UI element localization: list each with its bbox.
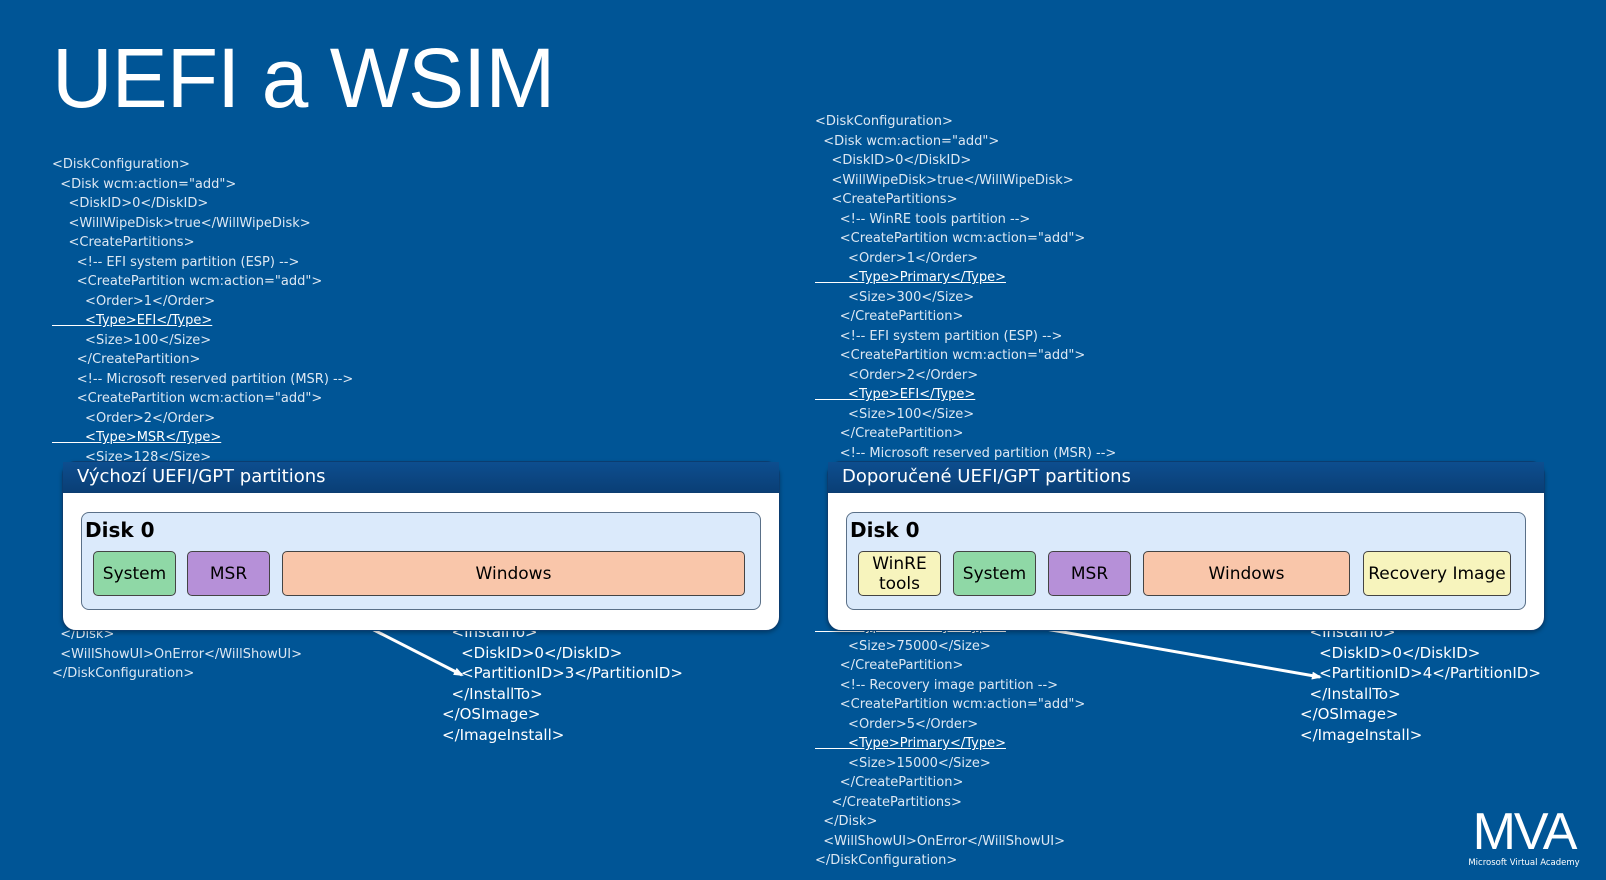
disk-label: Disk 0	[850, 518, 920, 542]
code-line: <CreatePartitions>	[815, 192, 958, 207]
code-line: <Order>1</Order>	[52, 293, 216, 309]
install-to-block-right: <InstallTo> <DiskID>0</DiskID> <Partitio…	[1300, 622, 1541, 746]
code-line: <CreatePartition wcm:action="add">	[815, 697, 1086, 712]
code-line: <Disk wcm:action="add">	[52, 176, 237, 192]
code-line: <PartitionID>3</PartitionID>	[442, 664, 683, 682]
mva-logo: MVA Microsoft Virtual Academy	[1464, 803, 1584, 868]
partition-msr: MSR	[187, 551, 270, 596]
code-line: <DiskID>0</DiskID>	[1300, 643, 1481, 662]
code-line: <Type>MSR</Type>	[52, 430, 222, 445]
code-line: </CreatePartition>	[52, 352, 201, 367]
code-line: </InstallTo>	[1300, 684, 1401, 703]
code-line: </DiskConfiguration>	[815, 853, 958, 868]
code-line: <CreatePartition wcm:action="add">	[52, 391, 323, 406]
code-line: <WillWipeDisk>true</WillWipeDisk>	[52, 215, 311, 231]
disk-box: Disk 0 WinRE tools System MSR Windows Re…	[846, 512, 1526, 610]
disk-label: Disk 0	[85, 518, 155, 542]
xml-code-block-right-bottom: <Type>Primary</Type> <Size>75000</Size> …	[815, 617, 1085, 872]
partition-system: System	[953, 551, 1036, 596]
code-line: </ImageInstall>	[1300, 725, 1423, 744]
install-to-block-left: <InstallTo> <DiskID>0</DiskID> <Partitio…	[442, 622, 683, 746]
code-line: <DiskConfiguration>	[815, 114, 953, 129]
code-line: </CreatePartition>	[815, 426, 964, 441]
code-line: <Type>Primary</Type>	[815, 270, 1006, 285]
code-line: <!-- Microsoft reserved partition (MSR) …	[52, 371, 354, 387]
code-line: <Disk wcm:action="add">	[815, 133, 1000, 149]
code-line: <PartitionID>4</PartitionID>	[1300, 664, 1541, 682]
code-line: <CreatePartition wcm:action="add">	[52, 274, 323, 289]
partition-system: System	[93, 551, 176, 596]
panel-title: Výchozí UEFI/GPT partitions	[63, 462, 779, 493]
partition-winre-tools: WinRE tools	[858, 551, 941, 596]
code-line: <Size>128</Size>	[52, 449, 212, 465]
code-line: <WillShowUI>OnError</WillShowUI>	[815, 833, 1066, 849]
code-line: </OSImage>	[1300, 705, 1399, 723]
code-line: <DiskID>0</DiskID>	[442, 643, 623, 662]
partition-msr: MSR	[1048, 551, 1131, 596]
code-line: </OSImage>	[442, 705, 541, 723]
code-line: <!-- WinRE tools partition -->	[815, 211, 1031, 227]
code-line: <DiskConfiguration>	[52, 157, 190, 172]
logo-text: MVA	[1472, 803, 1578, 861]
code-line: <CreatePartitions>	[52, 235, 195, 250]
code-line: <Type>Primary</Type>	[815, 736, 1006, 751]
code-line: <WillShowUI>OnError</WillShowUI>	[52, 646, 303, 662]
code-line: </DiskConfiguration>	[52, 666, 195, 681]
code-line: <!-- Microsoft reserved partition (MSR) …	[815, 445, 1117, 461]
code-line: </InstallTo>	[442, 684, 543, 703]
code-line: </ImageInstall>	[442, 725, 565, 744]
code-line: <!-- EFI system partition (ESP) -->	[52, 254, 300, 270]
logo-subtitle: Microsoft Virtual Academy	[1468, 858, 1580, 868]
code-line: <!-- Recovery image partition -->	[815, 677, 1059, 693]
code-line: </CreatePartition>	[815, 309, 964, 324]
code-line: <Size>300</Size>	[815, 289, 975, 305]
code-line: <Size>100</Size>	[815, 406, 975, 422]
disk-box: Disk 0 System MSR Windows	[81, 512, 761, 610]
code-line: <WillWipeDisk>true</WillWipeDisk>	[815, 172, 1074, 188]
xml-code-block-left-bottom: </Disk> <WillShowUI>OnError</WillShowUI>…	[52, 625, 302, 684]
slide-title: UEFI a WSIM	[52, 31, 555, 125]
code-line: <Size>75000</Size>	[815, 638, 991, 654]
code-line: <Type>EFI</Type>	[52, 313, 213, 328]
code-line: </CreatePartition>	[815, 658, 964, 673]
partition-windows: Windows	[1143, 551, 1350, 596]
code-line: <Order>1</Order>	[815, 250, 979, 266]
code-line: <CreatePartition wcm:action="add">	[815, 231, 1086, 246]
code-line: <Order>2</Order>	[815, 367, 979, 383]
code-line: <Size>100</Size>	[52, 332, 212, 348]
recommended-partitions-panel: Doporučené UEFI/GPT partitions Disk 0 Wi…	[827, 461, 1545, 631]
xml-code-block-right: <DiskConfiguration> <Disk wcm:action="ad…	[815, 112, 1116, 461]
default-partitions-panel: Výchozí UEFI/GPT partitions Disk 0 Syste…	[62, 461, 780, 631]
panel-title: Doporučené UEFI/GPT partitions	[828, 462, 1544, 493]
partition-windows: Windows	[282, 551, 745, 596]
code-line: <DiskID>0</DiskID>	[52, 196, 209, 211]
partition-recovery-image: Recovery Image	[1363, 551, 1511, 596]
xml-code-block-left: <DiskConfiguration> <Disk wcm:action="ad…	[52, 155, 354, 465]
code-line: </CreatePartition>	[815, 775, 964, 790]
code-line: <Order>5</Order>	[815, 716, 979, 732]
code-line: <DiskID>0</DiskID>	[815, 153, 972, 168]
code-line: <!-- EFI system partition (ESP) -->	[815, 328, 1063, 344]
code-line: </Disk>	[815, 814, 878, 829]
code-line: <Type>EFI</Type>	[815, 387, 976, 402]
code-line: </CreatePartitions>	[815, 794, 962, 810]
code-line: <CreatePartition wcm:action="add">	[815, 348, 1086, 363]
code-line: <Order>2</Order>	[52, 410, 216, 426]
code-line: <Size>15000</Size>	[815, 755, 991, 771]
